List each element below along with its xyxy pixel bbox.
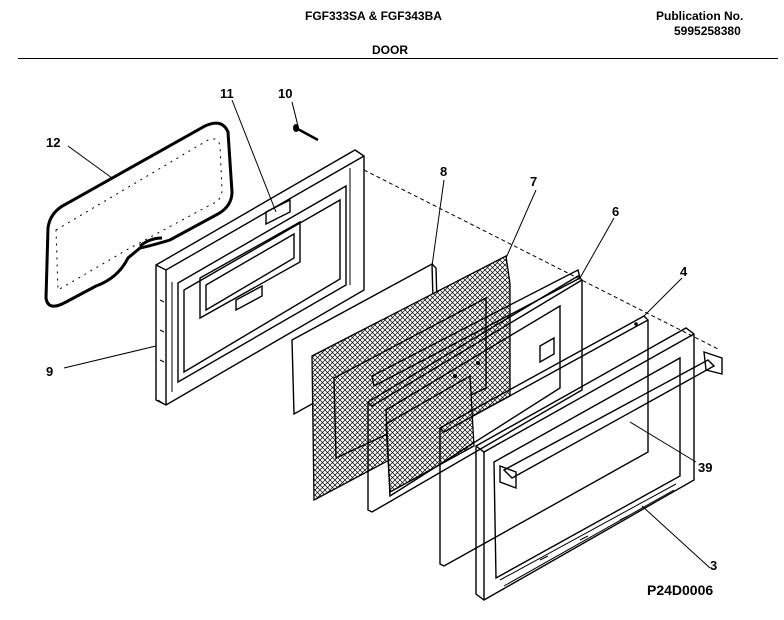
callout-7: 7 [530, 174, 537, 189]
callout-4: 4 [680, 264, 688, 279]
callout-3: 3 [710, 558, 717, 573]
callout-10: 10 [278, 86, 292, 101]
callout-8: 8 [440, 164, 447, 179]
callout-12: 12 [46, 135, 60, 150]
callout-9: 9 [46, 364, 53, 379]
alignment-line [363, 169, 721, 351]
callout-11: 11 [220, 86, 234, 101]
door-handle [499, 350, 723, 490]
door-insulation-7 [311, 255, 511, 502]
callout-6: 6 [612, 204, 619, 219]
leader-lines [63, 99, 711, 569]
header-rule [18, 58, 778, 59]
publication-number: 5995258380 [674, 24, 741, 38]
publication-label: Publication No. [656, 9, 744, 23]
screw [293, 124, 319, 142]
model-number-header: FGF333SA & FGF343BA [305, 9, 442, 23]
section-title: DOOR [372, 43, 408, 57]
door-gasket [44, 121, 234, 308]
callout-39: 39 [698, 460, 712, 475]
drawing-code: P24D0006 [647, 582, 714, 598]
outer-door-frame [475, 327, 695, 601]
inner-door-frame [155, 149, 365, 406]
